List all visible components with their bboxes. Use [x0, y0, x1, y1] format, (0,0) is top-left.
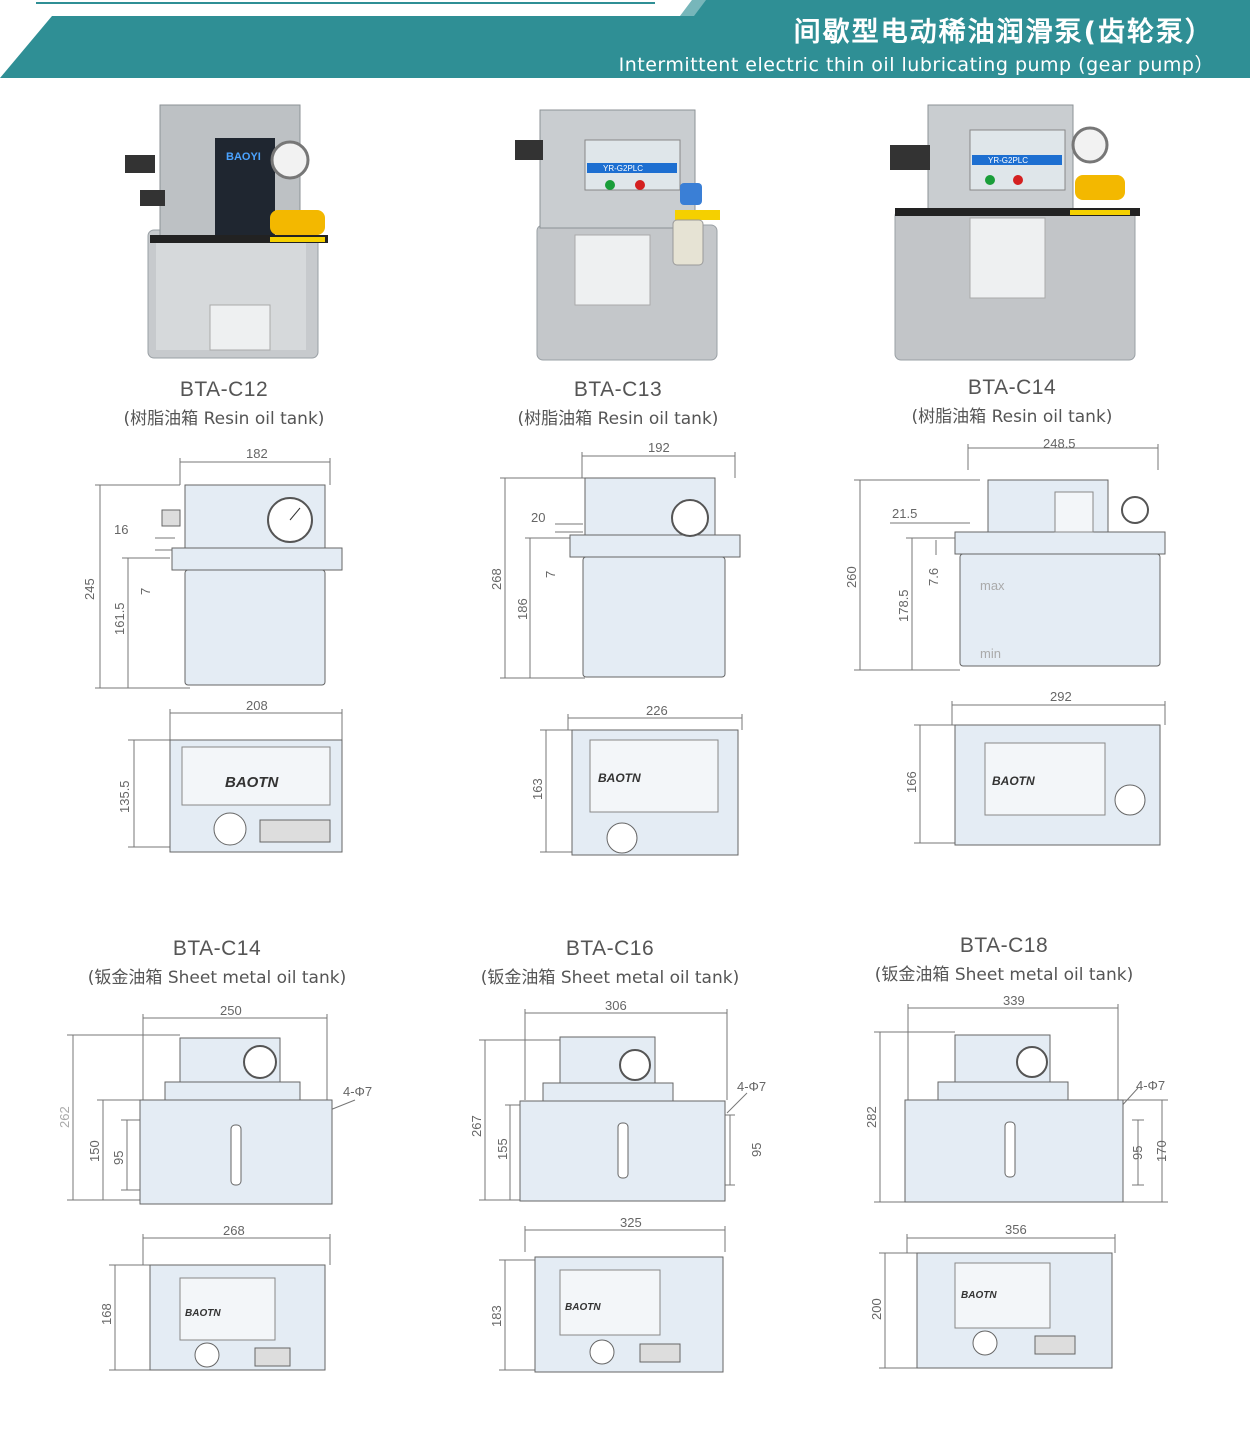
brand-logo: BAOTN: [185, 1308, 221, 1319]
model-label: BTA-C14: [967, 376, 1057, 399]
dimension-label: 226: [646, 703, 668, 718]
brand-logo: BAOTN: [565, 1302, 601, 1313]
dimension-label: 292: [1050, 689, 1072, 704]
dimension-label: 182: [246, 446, 268, 461]
dimension-label: 155: [495, 1138, 510, 1160]
panel-label: YR-G2PLC: [988, 156, 1028, 165]
tank-type-label: (钣金油箱 Sheet metal oil tank): [480, 968, 740, 988]
model-label: BTA-C12: [179, 378, 269, 401]
dimension-label: 163: [530, 778, 545, 800]
panel-label: YR-G2PLC: [603, 164, 643, 173]
dimension-label: 260: [844, 566, 859, 588]
panel-brand: BAOYI: [226, 151, 261, 163]
dimension-label: 168: [99, 1303, 114, 1325]
top-view-drawing: BAOTN 292 166: [904, 689, 1166, 846]
dimension-label: 170: [1154, 1140, 1169, 1162]
dimension-label: 192: [648, 440, 670, 455]
dimension-label: 95: [1130, 1146, 1145, 1160]
dimension-label: 95: [111, 1151, 126, 1165]
dimension-label: 208: [246, 698, 268, 713]
dimension-label: 4-Φ7: [1136, 1078, 1165, 1093]
dimension-label: 200: [869, 1298, 884, 1320]
dimension-label: 268: [223, 1223, 245, 1238]
dimension-label: 150: [87, 1140, 102, 1162]
dimension-label: 183: [489, 1305, 504, 1327]
tank-type-label: (树脂油箱 Resin oil tank): [123, 409, 325, 429]
dimension-label: 282: [864, 1106, 879, 1128]
page-subtitle: Intermittent electric thin oil lubricati…: [618, 54, 1214, 76]
dimension-label: 4-Φ7: [343, 1084, 372, 1099]
min-level-label: min: [980, 646, 1001, 661]
front-view-drawing: 192 268 186 20 7: [489, 440, 741, 679]
dimension-label: 262: [57, 1106, 72, 1128]
tank-type-label: (钣金油箱 Sheet metal oil tank): [87, 968, 347, 988]
dimension-label: 7: [138, 588, 153, 595]
dimension-label: 21.5: [892, 506, 917, 521]
dimension-label: 267: [469, 1115, 484, 1137]
brand-logo: BAOTN: [961, 1290, 997, 1301]
dimension-label: 20: [531, 510, 545, 525]
front-view-drawing: 250 262 150 95 4-Φ7: [57, 1003, 372, 1205]
dimension-label: 268: [489, 568, 504, 590]
dimension-label: 339: [1003, 993, 1025, 1008]
dimension-label: 306: [605, 998, 627, 1013]
top-view-drawing: BAOTN 226 163: [530, 703, 743, 856]
front-view-drawing: max min 248.5 260 178.5 21.5 7.6: [844, 436, 1166, 671]
front-view-drawing: 306 267 155 95 4-Φ7: [469, 998, 766, 1202]
brand-logo: BAOTN: [598, 771, 641, 785]
dimension-label: 16: [114, 522, 128, 537]
dimension-label: 7: [543, 571, 558, 578]
dimension-label: 161.5: [112, 602, 127, 635]
dimension-label: 248.5: [1043, 436, 1076, 451]
dimension-label: 356: [1005, 1222, 1027, 1237]
model-label: BTA-C14: [172, 937, 262, 960]
brand-logo: BAOTN: [992, 774, 1035, 788]
dimension-label: 250: [220, 1003, 242, 1018]
brand-logo: BAOTN: [225, 774, 279, 791]
model-label: BTA-C18: [959, 934, 1049, 957]
tank-type-label: (树脂油箱 Resin oil tank): [911, 407, 1113, 427]
tank-type-label: (树脂油箱 Resin oil tank): [517, 409, 719, 429]
product-photo-c13: YR-G2PLC: [515, 109, 720, 361]
dimension-label: 95: [749, 1143, 764, 1157]
tank-type-label: (钣金油箱 Sheet metal oil tank): [874, 965, 1134, 985]
top-view-drawing: BAOTN 208 135.5: [117, 698, 343, 853]
front-view-drawing: 339 282 170 95 4-Φ7: [864, 993, 1169, 1203]
dimension-label: 4-Φ7: [737, 1079, 766, 1094]
model-label: BTA-C16: [565, 937, 655, 960]
front-view-drawing: 182 245 161.5 16 7: [82, 446, 343, 689]
header-banner: [0, 0, 1250, 78]
top-view-drawing: BAOTN 356 200: [869, 1222, 1116, 1369]
dimension-label: 325: [620, 1215, 642, 1230]
page-title: 间歇型电动稀油润滑泵(齿轮泵）: [793, 17, 1214, 48]
max-level-label: max: [980, 578, 1005, 593]
model-label: BTA-C13: [573, 378, 663, 401]
dimension-label: 178.5: [896, 589, 911, 622]
dimension-label: 186: [515, 598, 530, 620]
top-view-drawing: BAOTN 268 168: [99, 1223, 331, 1371]
top-view-drawing: BAOTN 325 183: [489, 1215, 726, 1373]
dimension-label: 166: [904, 771, 919, 793]
dimension-label: 135.5: [117, 780, 132, 813]
dimension-label: 7.6: [926, 568, 941, 586]
dimension-label: 245: [82, 578, 97, 600]
product-photo-c12: BAOYI: [125, 104, 328, 359]
product-photo-c14-resin: YR-G2PLC: [890, 104, 1140, 361]
